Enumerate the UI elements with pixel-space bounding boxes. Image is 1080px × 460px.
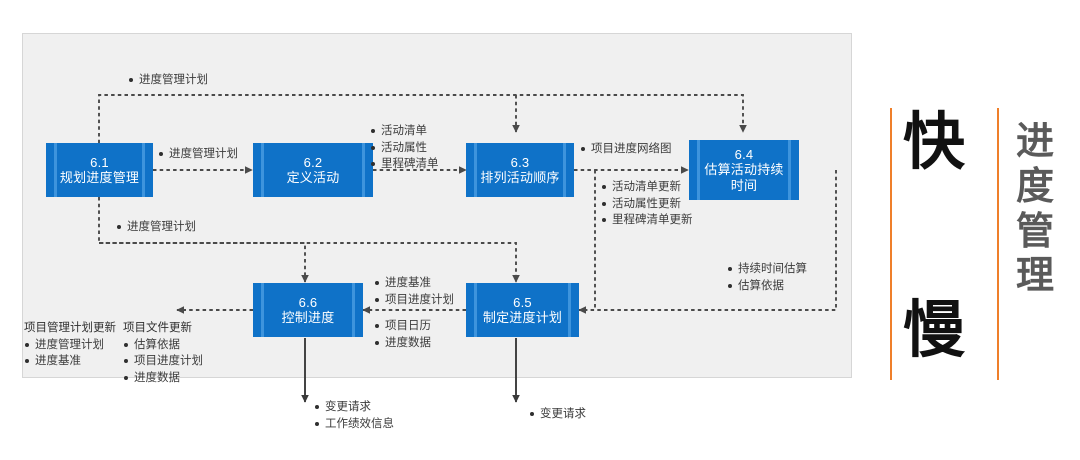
node-accent-left	[474, 283, 477, 337]
annotation-item: 进度数据	[123, 370, 203, 387]
node-accent-right	[568, 283, 571, 337]
node-label: 定义活动	[286, 170, 340, 185]
annotation-item: 活动属性	[370, 140, 439, 157]
annotation-6-1-to-6-2: 进度管理计划	[158, 146, 238, 163]
process-node-6-5[interactable]: 6.5 制定进度计划	[466, 283, 579, 337]
annotation-item: 里程碑清单	[370, 156, 439, 173]
wire-6-1-to-6-4	[98, 94, 747, 170]
annotation-6-5-to-6-6-upper: 进度基准 项目进度计划	[374, 275, 454, 308]
process-node-6-4[interactable]: 6.4 估算活动持续时间	[689, 140, 799, 200]
node-accent-right	[563, 143, 566, 197]
annotation-item: 进度基准	[374, 275, 454, 292]
annotation-item: 进度管理计划	[158, 146, 238, 163]
node-label: 控制进度	[281, 310, 335, 325]
hero-char-slow: 慢	[903, 296, 966, 365]
annotation-project-docs-updates: 项目文件更新 估算依据 项目进度计划 进度数据	[123, 320, 203, 387]
annotation-6-5-outputs: 变更请求	[529, 406, 586, 423]
annotation-item: 项目日历	[374, 318, 431, 335]
node-accent-left	[474, 143, 477, 197]
annotation-item: 项目进度计划	[374, 292, 454, 309]
node-accent-left	[261, 143, 264, 197]
annotation-item: 里程碑清单更新	[601, 212, 693, 229]
annotation-left-plan-lower: 进度管理计划	[116, 219, 196, 236]
annotation-top-plan: 进度管理计划	[128, 72, 208, 89]
annotation-6-2-to-6-3: 活动清单 活动属性 里程碑清单	[370, 123, 439, 173]
annotation-item: 活动清单更新	[601, 179, 693, 196]
annotation-item: 进度管理计划	[116, 219, 196, 236]
annotation-item: 估算依据	[123, 337, 203, 354]
process-node-6-1[interactable]: 6.1 规划进度管理	[46, 143, 153, 197]
annotation-header: 项目管理计划更新	[24, 322, 116, 334]
accent-rule-left	[890, 108, 892, 380]
annotation-6-6-outputs: 变更请求 工作绩效信息	[314, 399, 394, 432]
annotation-item: 项目进度计划	[123, 353, 203, 370]
node-number: 6.5	[513, 294, 532, 310]
process-node-6-3[interactable]: 6.3 排列活动顺序	[466, 143, 574, 197]
node-number: 6.3	[510, 154, 530, 170]
node-accent-left	[261, 283, 264, 337]
annotation-pm-plan-updates: 项目管理计划更新 进度管理计划 进度基准	[24, 320, 116, 370]
process-node-6-2[interactable]: 6.2 定义活动	[253, 143, 373, 197]
annotation-item: 项目进度网络图	[580, 141, 672, 158]
annotation-item: 活动清单	[370, 123, 439, 140]
annotation-item: 工作绩效信息	[314, 416, 394, 433]
annotation-item: 进度基准	[24, 353, 116, 370]
node-number: 6.1	[90, 154, 109, 170]
wire-6-1-to-6-6	[98, 197, 309, 283]
annotation-item: 进度管理计划	[128, 72, 208, 89]
annotation-6-3-to-6-4: 项目进度网络图	[580, 141, 672, 158]
annotation-item: 进度管理计划	[24, 337, 116, 354]
annotation-6-5-to-6-6-lower: 项目日历 进度数据	[374, 318, 431, 351]
node-label: 规划进度管理	[59, 170, 140, 185]
node-accent-left	[54, 143, 57, 197]
node-number: 6.6	[298, 294, 318, 310]
process-node-6-6[interactable]: 6.6 控制进度	[253, 283, 363, 337]
node-label: 排列活动顺序	[480, 170, 560, 185]
annotation-item: 持续时间估算	[727, 261, 807, 278]
node-accent-right	[362, 143, 365, 197]
node-label: 制定进度计划	[482, 310, 563, 325]
node-label: 估算活动持续时间	[704, 162, 784, 193]
annotation-item: 变更请求	[529, 406, 586, 423]
annotation-item: 变更请求	[314, 399, 394, 416]
node-number: 6.2	[303, 154, 323, 170]
hero-char-fast: 快	[903, 108, 966, 177]
accent-rule-right	[997, 108, 999, 380]
annotation-item: 进度数据	[374, 335, 431, 352]
wire-6-4-to-6-5	[578, 170, 837, 314]
annotation-item: 估算依据	[727, 278, 807, 295]
hero-side-title: 进度管理	[1015, 121, 1054, 298]
annotation-6-3-down: 活动清单更新 活动属性更新 里程碑清单更新	[601, 179, 693, 229]
annotation-header: 项目文件更新	[123, 322, 192, 334]
node-number: 6.4	[734, 147, 754, 162]
node-accent-right	[352, 283, 355, 337]
node-accent-left	[697, 140, 700, 200]
diagram-panel	[22, 33, 852, 378]
node-accent-right	[142, 143, 145, 197]
wire-rail-to-6-5	[99, 242, 520, 283]
annotation-item: 活动属性更新	[601, 196, 693, 213]
annotation-6-4-to-6-5: 持续时间估算 估算依据	[727, 261, 807, 294]
node-accent-right	[788, 140, 791, 200]
